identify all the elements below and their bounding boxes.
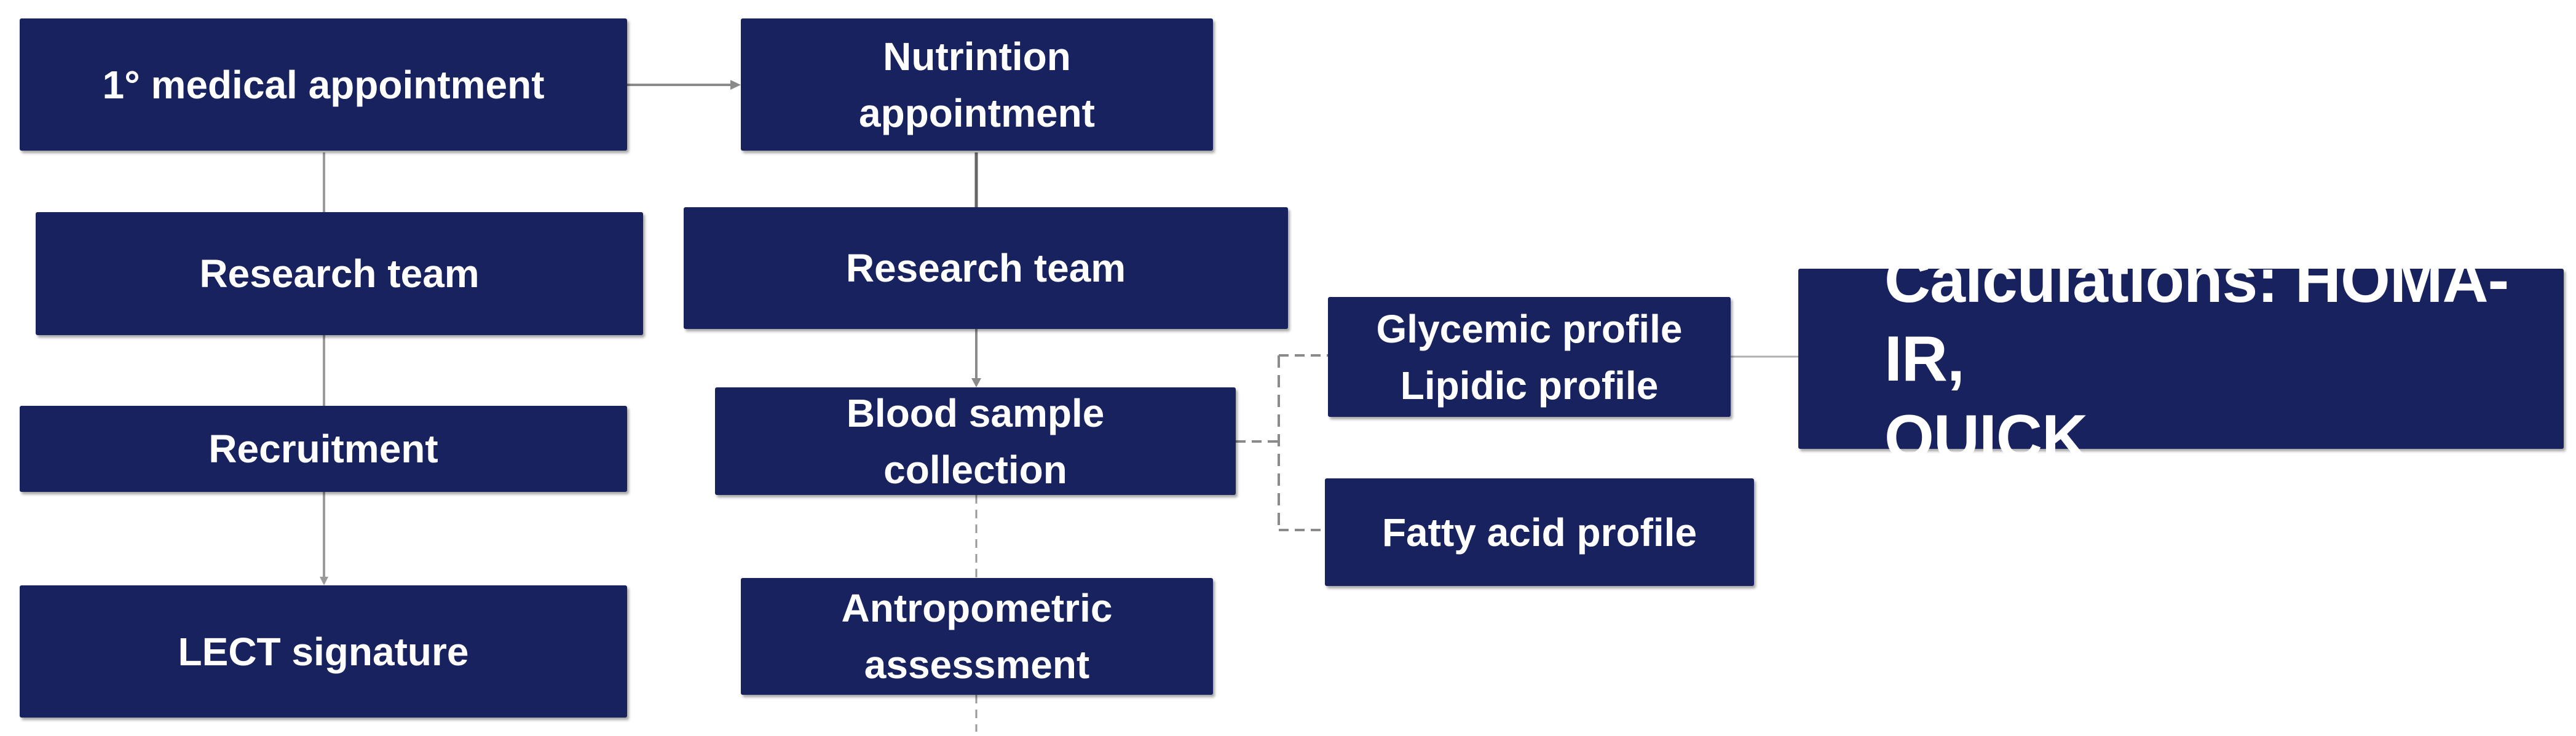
medical-appointment-label: 1° medical appointment: [102, 62, 545, 107]
research-team-left-label: Research team: [199, 251, 480, 296]
blood-sample-collection-box: Blood sample collection: [715, 387, 1236, 495]
research-team-right-box: Research team: [684, 207, 1288, 329]
research-team-right-label: Research team: [845, 246, 1126, 290]
lect-signature-label: LECT signature: [178, 629, 469, 674]
arrowhead-icon: [730, 80, 741, 90]
nutrition-appointment-box: Nutrintion appointment: [741, 18, 1213, 151]
recruitment-label: Recruitment: [208, 427, 438, 471]
fatty-acid-profile-box: Fatty acid profile: [1325, 478, 1754, 586]
arrowhead-icon: [971, 378, 981, 387]
arrowhead-icon: [320, 577, 328, 585]
nutrition-appointment-label: Nutrintion appointment: [859, 34, 1095, 135]
calculations-box: Calculations: HOMA-IR, QUICK: [1798, 245, 2564, 473]
antropometric-assessment-box: Antropometric assessment: [741, 578, 1213, 695]
medical-appointment-box: 1° medical appointment: [20, 18, 627, 151]
research-team-left-box: Research team: [36, 212, 643, 335]
antropometric-assessment-label: Antropometric assessment: [841, 586, 1113, 687]
recruitment-box: Recruitment: [20, 406, 627, 492]
glycemic-lipidic-profile-box: Glycemic profile Lipidic profile: [1328, 297, 1731, 417]
lect-signature-box: LECT signature: [20, 585, 627, 718]
calculations-label: Calculations: HOMA-IR, QUICK: [1884, 244, 2509, 473]
fatty-acid-profile-label: Fatty acid profile: [1381, 510, 1697, 555]
glycemic-lipidic-profile-label: Glycemic profile Lipidic profile: [1376, 306, 1683, 408]
blood-sample-collection-label: Blood sample collection: [846, 390, 1105, 492]
